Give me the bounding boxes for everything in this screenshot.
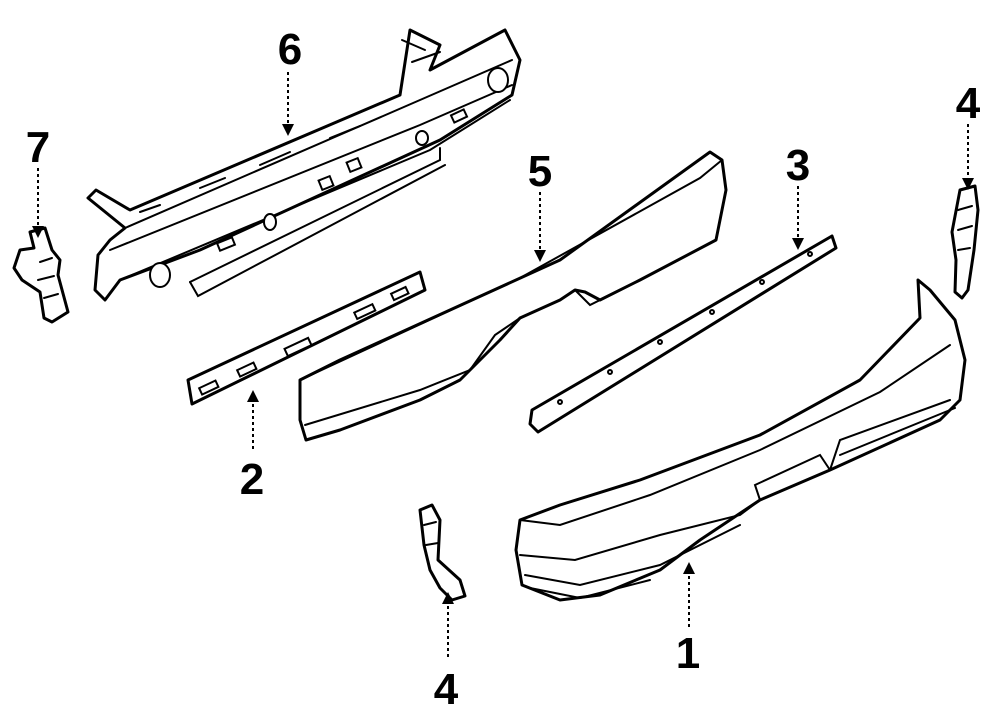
- callout-6: 6: [278, 25, 302, 74]
- callout-1: 1: [676, 629, 700, 678]
- part-6-reinforcement: [86, 28, 522, 302]
- callout-5: 5: [528, 147, 552, 196]
- part-3-retainer: [528, 234, 838, 434]
- part-4-side-bracket-right: [950, 184, 980, 300]
- callout-7: 7: [26, 123, 50, 172]
- part-7-bracket: [12, 226, 70, 324]
- leader-lines: [32, 72, 974, 660]
- callout-3: 3: [786, 141, 810, 190]
- part-1-bumper-cover: [514, 278, 967, 602]
- callout-4-bottom: 4: [434, 665, 459, 714]
- part-2-strip: [186, 270, 427, 406]
- part-5-absorber: [298, 150, 728, 442]
- part-4-side-bracket-bottom: [418, 503, 467, 602]
- callout-2: 2: [240, 455, 264, 504]
- callout-4-right: 4: [956, 79, 981, 128]
